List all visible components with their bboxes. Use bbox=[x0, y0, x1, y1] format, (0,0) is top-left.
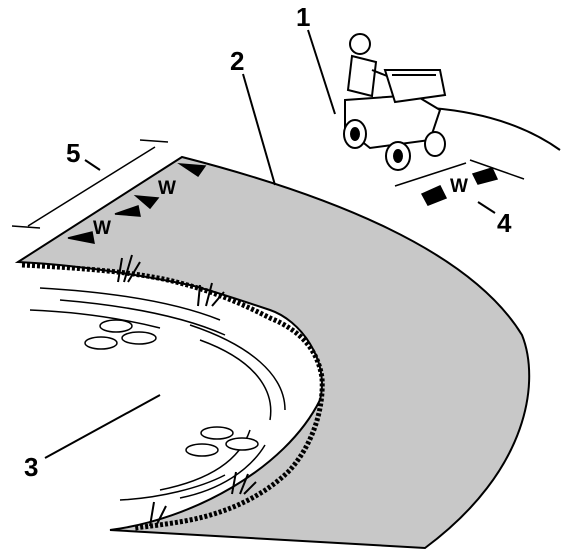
pond-ripple-lines bbox=[29, 287, 286, 501]
stepping-stones bbox=[84, 319, 259, 457]
treated-border-band bbox=[14, 155, 531, 550]
width-label-bottom: W bbox=[93, 218, 111, 239]
callout-5: 5 bbox=[66, 138, 80, 168]
dimension-line-5 bbox=[11, 139, 169, 229]
callout-2: 2 bbox=[230, 46, 244, 76]
width-label-top: W bbox=[158, 178, 176, 199]
leader-lines bbox=[44, 29, 496, 459]
machine-width-indicator bbox=[394, 159, 525, 206]
callout-3: 3 bbox=[24, 452, 38, 482]
spreader-machine bbox=[343, 33, 447, 171]
callout-4: 4 bbox=[497, 208, 512, 238]
border-shrub-line bbox=[21, 262, 325, 531]
width-label-machine: W bbox=[450, 176, 468, 197]
border-width-indicator bbox=[67, 163, 207, 244]
callout-1: 1 bbox=[296, 2, 310, 32]
grass-tufts bbox=[117, 254, 257, 527]
lawn-edge-line bbox=[431, 107, 561, 151]
